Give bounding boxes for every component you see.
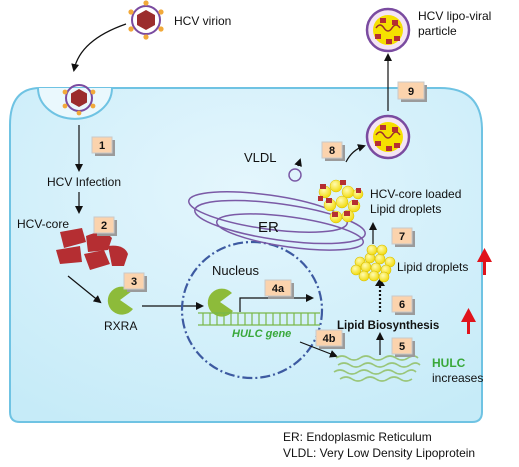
svg-text:9: 9: [408, 86, 414, 98]
step-9: 9: [397, 81, 427, 102]
legend-er: ER: Endoplasmic Reticulum: [283, 430, 432, 444]
svg-text:2: 2: [101, 220, 107, 232]
step-8: 8: [321, 141, 345, 161]
hulc-rna-icon: [333, 355, 421, 382]
biosynthesis-up-arrow-icon: [461, 308, 476, 334]
vldl-arrow: [294, 158, 302, 167]
svg-text:4b: 4b: [323, 333, 336, 345]
lipid-biosynthesis-label: Lipid Biosynthesis: [337, 320, 439, 332]
legend-vldl: VLDL: Very Low Density Lipoprotein: [283, 446, 475, 460]
nucleus-label: Nucleus: [212, 263, 259, 278]
svg-text:6: 6: [399, 299, 405, 311]
transcription-arrow-head: [306, 294, 314, 302]
entry-arrow: [71, 23, 127, 72]
svg-text:3: 3: [131, 276, 137, 288]
svg-text:4a: 4a: [272, 283, 285, 295]
lipid-droplets-icon: [350, 244, 396, 283]
hepatocyte-cell: [9, 87, 483, 423]
rxra-label: RXRA: [104, 319, 137, 333]
rxra-icon: [107, 286, 133, 315]
lipo-viral-particle-cell-icon: [365, 114, 411, 160]
lipo-particle-label-line1: HCV lipo-viral: [418, 9, 491, 23]
step-4a: 4a: [264, 279, 294, 299]
lipid-droplets-label: Lipid droplets: [397, 260, 468, 274]
hcv-virion-label: HCV virion: [174, 14, 231, 28]
svg-text:1: 1: [99, 140, 105, 152]
nucleus: [180, 240, 324, 380]
hcv-core-protein-icon: [56, 228, 128, 270]
assembly-arrow: [345, 144, 366, 163]
lipid-dotted-arrow-head: [375, 278, 385, 286]
hulc-expression-arrow: [299, 341, 338, 358]
er-label: ER: [258, 219, 279, 236]
hulc-gene-label: HULC gene: [232, 328, 291, 340]
internalized-virion-icon: [62, 84, 96, 116]
step-2: 2: [93, 216, 117, 236]
increases-label: increases: [432, 371, 483, 385]
step-5: 5: [391, 337, 415, 357]
step-7: 7: [391, 227, 415, 247]
core-loaded-droplets-icon: [318, 179, 364, 224]
step-4b: 4b: [315, 329, 345, 349]
hcv-core-label: HCV-core: [17, 217, 69, 231]
hcv-infection-label: HCV Infection: [47, 175, 121, 189]
lipo-particle-label-line2: particle: [418, 24, 457, 38]
hulc-gene-icon: [198, 312, 320, 326]
lipid-droplets-up-arrow-icon: [477, 248, 492, 275]
rxra-arrow: [67, 275, 102, 304]
lipo-viral-particle-icon: [365, 7, 411, 53]
step-1: 1: [91, 136, 115, 156]
svg-text:8: 8: [329, 145, 335, 157]
vldl-icon: [288, 168, 302, 182]
vldl-label: VLDL: [244, 150, 277, 165]
rxra-nuclear-icon: [207, 288, 233, 317]
step-3: 3: [123, 272, 147, 292]
hulc-label: HULC: [432, 356, 466, 370]
svg-text:5: 5: [399, 341, 405, 353]
svg-text:7: 7: [399, 231, 405, 243]
core-loaded-label-line1: HCV-core loaded: [370, 187, 461, 201]
endoplasmic-reticulum: [187, 191, 366, 251]
core-loaded-label-line2: Lipid droplets: [370, 202, 441, 216]
hcv-virion-icon: [128, 0, 164, 40]
step-6: 6: [391, 295, 415, 315]
